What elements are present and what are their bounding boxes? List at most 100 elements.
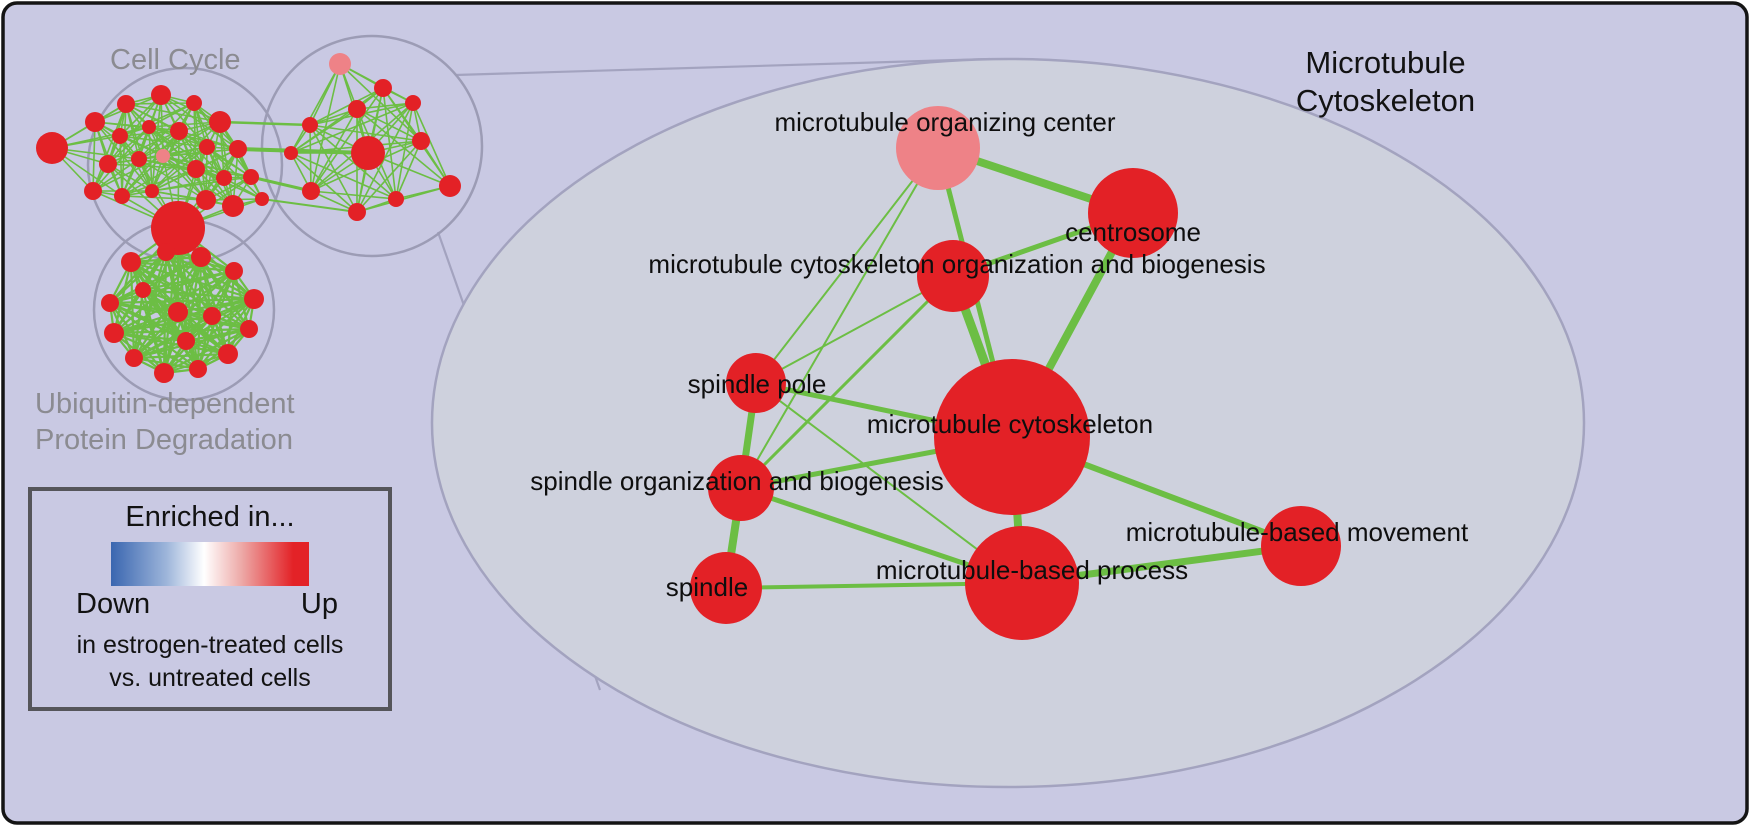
overview-edge [290,152,397,200]
overview-node[interactable] [151,201,205,255]
overview-node[interactable] [374,79,392,97]
overview-edge [109,302,187,342]
overview-node[interactable] [177,332,195,350]
node-moc[interactable] [896,106,980,190]
overview-node[interactable] [329,53,351,75]
overview-bridge-edge [250,175,312,193]
legend-note-line1: in estrogen-treated cells [76,631,344,659]
node-spindle[interactable] [690,552,762,624]
overview-node[interactable] [191,247,211,267]
edge-moc-sob [740,147,939,489]
legend-title: Enriched in... [125,501,295,533]
overview-node[interactable] [199,139,215,155]
overview-node[interactable] [284,146,298,160]
overview-edge [113,331,187,343]
overview-node[interactable] [157,243,175,261]
overview-node[interactable] [135,282,151,298]
overview-node[interactable] [125,349,143,367]
overview-edge [290,102,414,154]
overview-node[interactable] [405,95,421,111]
overview-edge [290,152,358,213]
overview-node[interactable] [240,320,258,338]
overview-node[interactable] [209,111,231,133]
overview-edge [133,315,213,359]
overview-bridge-edge [237,147,369,155]
overview-edge [113,310,179,335]
overview-edge [310,87,384,192]
overview-node[interactable] [85,112,105,132]
overview-node[interactable] [186,95,202,111]
overview-node[interactable] [351,136,385,170]
overview-edge [184,256,203,342]
overview-edge [196,315,214,370]
node-label-mc: microtubule cytoskeleton [867,409,1153,439]
overview-edge [395,140,422,200]
overview-nodes [36,53,461,383]
overview-node[interactable] [151,85,171,105]
overview-edge [356,108,422,142]
overview-node[interactable] [168,302,188,322]
overview-edge [206,146,252,178]
overview-edge [310,190,397,200]
overview-node[interactable] [439,175,461,197]
overview-edge [309,124,358,213]
overview-node[interactable] [229,140,247,158]
overview-node[interactable] [156,149,170,163]
node-label-spindle: spindle [666,572,748,602]
overview-node[interactable] [388,191,404,207]
overview-node[interactable] [187,160,205,178]
node-label-mbm: microtubule-based movement [1126,517,1469,547]
overview-node[interactable] [244,289,264,309]
overview-node[interactable] [196,190,216,210]
overview-node[interactable] [145,184,159,198]
overview-node[interactable] [170,122,188,140]
node-label-sob: spindle organization and biogenesis [530,466,943,496]
overview-node[interactable] [36,132,68,164]
cluster-label-cell-cycle: Cell Cycle [110,44,241,76]
overview-node[interactable] [222,195,244,217]
overview-node[interactable] [189,360,207,378]
overview-edge [148,102,195,128]
overview-edge [119,135,123,197]
node-sob[interactable] [708,455,774,521]
node-mbp[interactable] [965,526,1079,640]
overview-node[interactable] [203,307,221,325]
overview-bridge-edge [219,120,311,127]
overview-node[interactable] [302,117,318,133]
overview-node[interactable] [114,188,130,204]
legend-note-line2: vs. untreated cells [109,664,311,692]
overview-edge [356,108,451,187]
overview-node[interactable] [104,323,124,343]
overview-node[interactable] [121,252,141,272]
overview-node[interactable] [225,262,243,280]
node-mco[interactable] [917,240,989,312]
overview-node[interactable] [131,151,147,167]
overview-node[interactable] [154,363,174,383]
cluster-title-line2: Cytoskeleton [1295,83,1476,118]
overview-edge [290,63,341,154]
overview-edge [185,327,250,343]
overview-edge [162,155,234,207]
node-mbm[interactable] [1261,506,1341,586]
overview-node[interactable] [84,182,102,200]
overview-node[interactable] [348,100,366,118]
overview-node[interactable] [101,294,119,312]
magnifier-line [454,57,991,77]
node-spindle-pole[interactable] [726,353,786,413]
overview-node[interactable] [302,182,320,200]
overview-node[interactable] [255,192,269,206]
node-label-centrosome: centrosome [1065,217,1201,247]
node-mc[interactable] [934,359,1090,515]
legend-down-label: Down [76,588,151,620]
overview-node[interactable] [218,344,238,364]
overview-node[interactable] [412,132,430,150]
overview-node[interactable] [348,203,366,221]
overview-node[interactable] [142,120,156,134]
overview-node[interactable] [117,95,135,113]
overview-node[interactable] [216,170,232,186]
overview-node[interactable] [99,155,117,173]
overview-node[interactable] [112,128,128,144]
overview-node[interactable] [243,169,259,185]
node-centrosome[interactable] [1088,168,1178,258]
node-label-mco: microtubule cytoskeleton organization an… [648,249,1265,279]
